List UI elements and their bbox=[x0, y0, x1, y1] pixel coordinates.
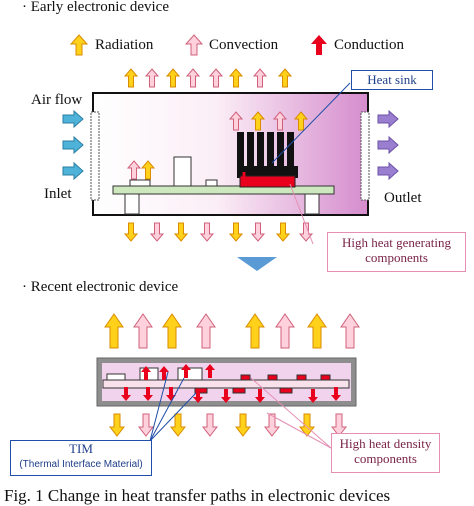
tim-title: TIM bbox=[69, 441, 93, 456]
early-device-title: · Early electronic device bbox=[22, 0, 169, 15]
thin-case-interior bbox=[102, 363, 351, 401]
heat-sink-leader bbox=[271, 82, 351, 164]
convection-legend-icon bbox=[185, 34, 203, 56]
figure-caption: Fig. 1 Change in heat transfer paths in … bbox=[4, 486, 391, 505]
inlet-fan bbox=[90, 111, 100, 201]
board-standoff-right bbox=[304, 193, 320, 215]
inlet-label: Inlet bbox=[44, 186, 72, 202]
air-inlet-arrows bbox=[62, 110, 84, 180]
recent-top-radiation-arrows bbox=[104, 313, 327, 349]
air-outlet-arrows bbox=[377, 110, 399, 180]
recent-top-convection-arrows bbox=[133, 313, 360, 349]
air-flow-label: Air flow bbox=[31, 92, 83, 108]
high-heat-leader bbox=[289, 183, 314, 245]
circuit-board bbox=[112, 185, 335, 195]
hot-chip bbox=[239, 175, 296, 188]
radiation-legend-label: Radiation bbox=[95, 37, 154, 53]
tim-leaders bbox=[149, 371, 197, 442]
board-standoff-left bbox=[124, 193, 140, 215]
tim-subtitle: (Thermal Interface Material) bbox=[19, 459, 143, 470]
tiny-component bbox=[205, 179, 218, 187]
recent-bottom-convection-arrows bbox=[138, 413, 347, 437]
high-heat-density-callout: High heat density components bbox=[331, 433, 440, 473]
outlet-label: Outlet bbox=[384, 190, 422, 206]
outlet-fan bbox=[360, 111, 370, 201]
tim-callout: TIM (Thermal Interface Material) bbox=[10, 440, 152, 476]
radiation-legend-icon bbox=[70, 34, 88, 56]
convection-legend-label: Convection bbox=[209, 37, 279, 53]
early-device-diagram bbox=[62, 68, 399, 271]
transition-arrow bbox=[237, 257, 277, 271]
recent-bottom-radiation-arrows bbox=[109, 413, 315, 437]
thin-circuit-board bbox=[102, 379, 350, 389]
small-component bbox=[129, 179, 151, 187]
conduction-legend-label: Conduction bbox=[334, 37, 404, 53]
conduction-arrows bbox=[121, 364, 341, 403]
top-convection-arrows bbox=[145, 68, 267, 88]
tall-component bbox=[173, 156, 192, 187]
conduction-legend-icon bbox=[311, 35, 327, 55]
high-heat-generating-callout: High heat generating components bbox=[327, 232, 466, 272]
bottom-convection-arrows bbox=[150, 222, 313, 242]
thin-case bbox=[96, 357, 357, 407]
recent-device-title: · Recent electronic device bbox=[22, 279, 179, 295]
heat-sink-callout: Heat sink bbox=[351, 70, 433, 90]
high-density-leaders bbox=[250, 377, 332, 449]
